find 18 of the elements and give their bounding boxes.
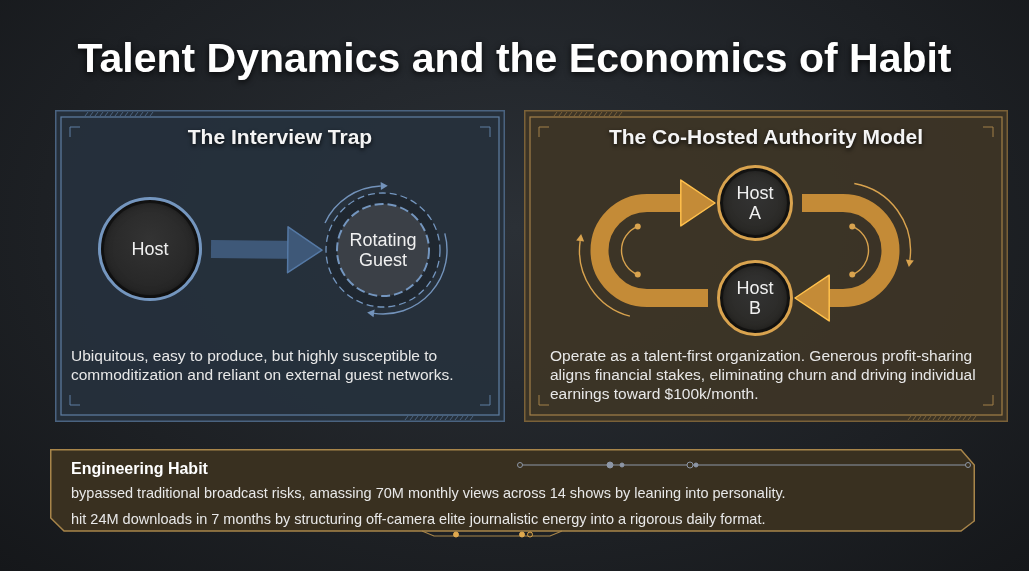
panel-heading: The Co-Hosted Authority Model <box>607 124 925 150</box>
node-label: Host B <box>735 278 775 318</box>
block-arrow <box>210 226 323 274</box>
section-heading: Engineering Habit <box>71 459 208 479</box>
body-text: bypassed traditional broadcast risks, amassing 70M monthly views across 14 shows by leaning into personality. <box>71 484 786 502</box>
node-label: Host A <box>735 183 775 223</box>
panel <box>524 110 1008 422</box>
loop-arrow <box>590 179 716 307</box>
node-label: Host <box>130 239 170 259</box>
body-text: hit 24M downloads in 7 months by structuring off-camera elite journalistic energy into a rigorous daily format. <box>71 510 766 528</box>
panel-description: Ubiquitous, easy to produce, but highly susceptible to commoditization and reliant on external guest networks. <box>71 346 455 384</box>
circle-node <box>324 191 442 309</box>
panel-description: Operate as a talent-first organization. Generous profit-sharing aligns financial stakes, eliminating churn and driving individual earnings toward $100k/month. <box>550 346 977 403</box>
banner-panel <box>50 449 975 537</box>
panel-heading: The Interview Trap <box>186 124 374 150</box>
panel <box>55 110 505 422</box>
node-label: Rotating Guest <box>348 230 418 270</box>
title: Talent Dynamics and the Economics of Habit <box>76 35 953 81</box>
